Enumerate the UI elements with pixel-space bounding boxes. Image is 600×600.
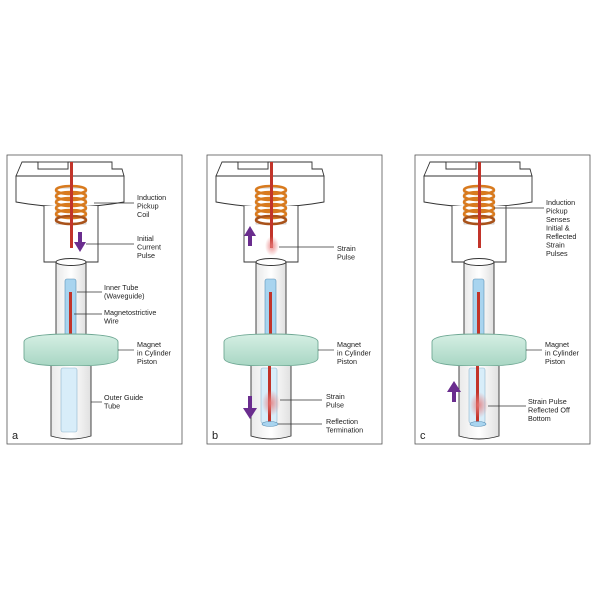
panel-b-letter: b xyxy=(212,430,218,442)
sensor-b xyxy=(215,161,334,440)
panel-a-letter: a xyxy=(12,430,19,442)
label-inner-tube: Inner Tube (Waveguide) xyxy=(104,283,144,301)
label-magnet-piston-a: Magnet in Cylinder Piston xyxy=(137,340,173,366)
label-magnet-piston-c: Magnet in Cylinder Piston xyxy=(545,340,581,366)
reflected-strain-pulse xyxy=(470,392,488,418)
label-induction-pickup-senses: Induction Pickup Senses Initial & Reflec… xyxy=(546,198,578,258)
label-reflection-termination: Reflection Termination xyxy=(326,417,363,435)
reflection-termination xyxy=(261,421,279,427)
strain-pulse-bottom xyxy=(262,390,280,416)
label-initial-current-pulse: Initial Current Pulse xyxy=(137,234,163,260)
label-strain-pulse-top: Strain Pulse xyxy=(337,244,358,262)
label-magnet-piston-b: Magnet in Cylinder Piston xyxy=(337,340,373,366)
head-notch xyxy=(37,161,69,170)
label-strain-pulse-bottom: Strain Pulse xyxy=(326,392,347,410)
up-arrow xyxy=(447,381,461,402)
label-induction-pickup-coil: Induction Pickup Coil xyxy=(137,193,168,219)
panel-c: c Induction Pickup Senses Initial & Refl… xyxy=(414,154,591,445)
sensor-a xyxy=(15,161,134,440)
panel-c-letter: c xyxy=(420,430,426,442)
up-arrow xyxy=(244,226,256,246)
label-outer-guide-tube: Outer Guide Tube xyxy=(104,393,145,411)
strain-pulse-top xyxy=(265,236,279,256)
sensor-c xyxy=(423,161,544,440)
label-magnetostrictive-wire: Magnetostrictive Wire xyxy=(104,308,158,326)
current-pulse-arrow xyxy=(74,232,86,252)
magnetostrictive-wire xyxy=(70,162,73,248)
label-strain-pulse-reflected: Strain Pulse Reflected Off Bottom xyxy=(528,397,572,423)
down-arrow xyxy=(243,396,257,419)
panel-a: a Induction Pickup Coil Initial Current … xyxy=(6,154,183,445)
magnet-ring xyxy=(23,333,119,367)
panel-b: b Strain Pulse Magnet in Cylinder Piston… xyxy=(206,154,383,445)
